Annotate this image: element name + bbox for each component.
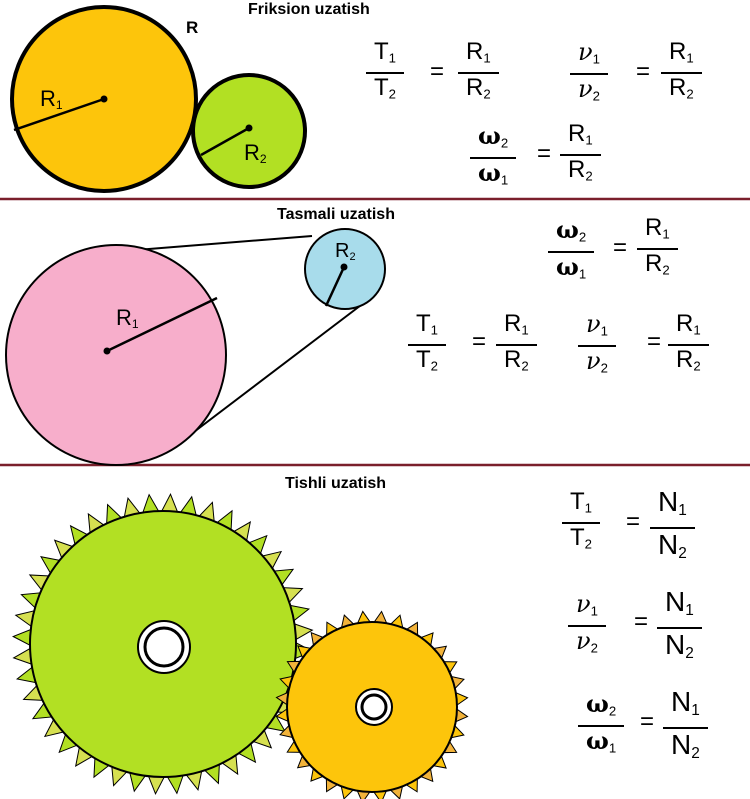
friction-r2-label: R2 xyxy=(244,140,267,167)
friction-eq-3: = xyxy=(537,140,552,167)
gear-teeth-ratio-1: N1 N2 xyxy=(650,486,695,570)
belt-velocity-ratio: ν1 ν2 xyxy=(578,310,616,383)
gear-period-ratio: T1 T2 xyxy=(562,488,601,559)
gear-title: Tishli uzatish xyxy=(285,475,387,492)
friction-large-center xyxy=(100,95,108,103)
gear-eq-1: = xyxy=(626,508,641,535)
belt-eq-3: = xyxy=(647,328,662,355)
belt-r1-radius xyxy=(106,296,218,353)
belt-title: Tasmali uzatish xyxy=(277,206,395,223)
small-gear-hub-inner xyxy=(360,693,388,721)
friction-r1-radius xyxy=(13,97,105,132)
large-gear-hub-inner xyxy=(143,626,185,668)
friction-small-center xyxy=(245,124,253,132)
friction-velocity-ratio: ν1 ν2 xyxy=(570,38,608,111)
belt-r1-label: R1 xyxy=(116,305,139,332)
belt-radius-ratio-3: R1 R2 xyxy=(668,310,709,381)
belt-period-ratio: T1 T2 xyxy=(408,310,447,381)
gear-eq-2: = xyxy=(634,608,649,635)
friction-r-marker: R xyxy=(186,18,199,37)
friction-radius-ratio-3: R1 R2 xyxy=(560,120,601,191)
gear-teeth-ratio-2: N1 N2 xyxy=(657,586,702,670)
gear-teeth-ratio-3: N1 N2 xyxy=(663,686,708,770)
belt-eq-1: = xyxy=(613,234,628,261)
belt-radius-ratio-2: R1 R2 xyxy=(496,310,537,381)
friction-title: Friksion uzatish xyxy=(248,1,370,18)
friction-period-ratio: T1 T2 xyxy=(366,38,405,109)
friction-r2-radius xyxy=(200,126,250,157)
friction-radius-ratio-2: R1 R2 xyxy=(661,38,702,109)
gear-angular-ratio: ω2 ω1 xyxy=(578,690,625,763)
belt-angular-ratio: ω2 ω1 xyxy=(548,216,595,289)
gear-eq-3: = xyxy=(640,708,655,735)
gear-velocity-ratio: ν1 ν2 xyxy=(568,590,606,663)
friction-eq-2: = xyxy=(636,58,651,85)
belt-r2-label: R2 xyxy=(335,240,356,263)
belt-lower-strand xyxy=(185,295,374,439)
friction-eq-1: = xyxy=(430,58,445,85)
belt-eq-2: = xyxy=(472,328,487,355)
friction-r1-label: R1 xyxy=(40,86,63,113)
friction-angular-ratio: ω2 ω1 xyxy=(470,122,517,195)
belt-radius-ratio-1: R1 R2 xyxy=(637,214,678,285)
belt-r2-radius xyxy=(324,266,346,307)
belt-large-pulley xyxy=(5,244,227,466)
belt-small-center xyxy=(340,263,348,271)
friction-radius-ratio-1: R1 R2 xyxy=(458,38,499,109)
belt-large-center xyxy=(103,347,111,355)
